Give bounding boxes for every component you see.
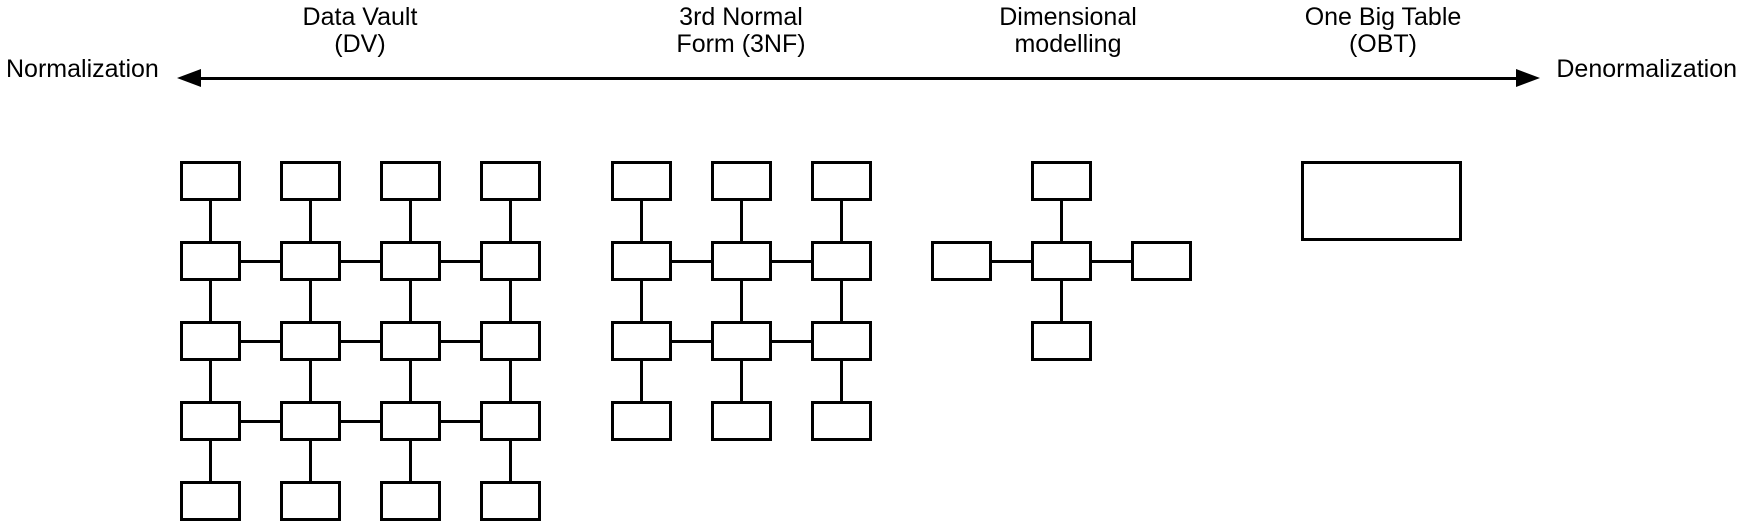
- dv-table-box: [180, 321, 241, 361]
- method-label-obt-line2: (OBT): [1348, 30, 1418, 58]
- dv-table-box: [180, 401, 241, 441]
- tnf-connector-line: [740, 201, 743, 241]
- obt-table-box: [1301, 161, 1462, 241]
- tnf-table-box: [811, 401, 872, 441]
- dv-connector-line: [341, 420, 380, 423]
- dim-dimension-table-box: [931, 241, 992, 281]
- dv-connector-line: [509, 361, 512, 401]
- dv-connector-line: [509, 201, 512, 241]
- method-label-dv: Data Vault(DV): [303, 4, 418, 58]
- dv-table-box: [480, 161, 541, 201]
- dim-dimension-table-box: [1031, 321, 1092, 361]
- dim-connector-line: [1060, 201, 1063, 241]
- tnf-table-box: [711, 401, 772, 441]
- dv-table-box: [280, 401, 341, 441]
- dv-table-box: [280, 321, 341, 361]
- method-label-dv-line1: Data Vault: [302, 3, 418, 31]
- method-label-obt-line1: One Big Table: [1304, 3, 1462, 31]
- arrow-left-head-icon: [177, 69, 201, 87]
- dv-connector-line: [309, 361, 312, 401]
- dv-connector-line: [509, 441, 512, 481]
- dim-fact-table-box: [1031, 241, 1092, 281]
- dv-table-box: [180, 241, 241, 281]
- denormalization-label: Denormalization: [1556, 55, 1737, 83]
- dv-connector-line: [341, 340, 380, 343]
- tnf-table-box: [711, 321, 772, 361]
- tnf-table-box: [811, 241, 872, 281]
- dv-table-box: [280, 481, 341, 521]
- dv-connector-line: [441, 420, 480, 423]
- tnf-table-box: [611, 321, 672, 361]
- dv-table-box: [180, 481, 241, 521]
- tnf-connector-line: [740, 281, 743, 321]
- dim-dimension-table-box: [1131, 241, 1192, 281]
- tnf-connector-line: [640, 281, 643, 321]
- dv-connector-line: [209, 441, 212, 481]
- dv-connector-line: [241, 420, 280, 423]
- method-label-obt: One Big Table(OBT): [1305, 4, 1462, 58]
- dv-connector-line: [409, 281, 412, 321]
- method-label-dv-line2: (DV): [334, 30, 386, 58]
- method-label-tnf-line2: Form (3NF): [676, 30, 806, 58]
- dv-connector-line: [341, 260, 380, 263]
- method-label-dim-line2: modelling: [1014, 30, 1122, 58]
- tnf-table-box: [611, 401, 672, 441]
- tnf-table-box: [811, 161, 872, 201]
- tnf-connector-line: [640, 361, 643, 401]
- dv-table-box: [280, 241, 341, 281]
- tnf-connector-line: [672, 340, 711, 343]
- normalization-label: Normalization: [6, 55, 159, 83]
- arrow-right-head-icon: [1516, 69, 1540, 87]
- dv-connector-line: [309, 441, 312, 481]
- dv-connector-line: [241, 340, 280, 343]
- dim-dimension-table-box: [1031, 161, 1092, 201]
- dv-table-box: [380, 481, 441, 521]
- tnf-table-box: [611, 241, 672, 281]
- dv-table-box: [180, 161, 241, 201]
- tnf-connector-line: [772, 260, 811, 263]
- dv-connector-line: [209, 361, 212, 401]
- tnf-table-box: [711, 241, 772, 281]
- tnf-connector-line: [740, 361, 743, 401]
- dv-connector-line: [409, 361, 412, 401]
- dv-table-box: [380, 321, 441, 361]
- tnf-connector-line: [672, 260, 711, 263]
- dv-table-box: [480, 241, 541, 281]
- method-label-tnf-line1: 3rd Normal: [679, 3, 803, 31]
- tnf-connector-line: [772, 340, 811, 343]
- dv-connector-line: [441, 340, 480, 343]
- dv-connector-line: [209, 201, 212, 241]
- method-label-dim-line1: Dimensional: [999, 3, 1137, 31]
- tnf-table-box: [811, 321, 872, 361]
- dv-table-box: [480, 481, 541, 521]
- dv-connector-line: [441, 260, 480, 263]
- dv-table-box: [280, 161, 341, 201]
- dv-table-box: [380, 161, 441, 201]
- dv-table-box: [480, 321, 541, 361]
- tnf-connector-line: [840, 281, 843, 321]
- dim-connector-line: [1060, 281, 1063, 321]
- dv-connector-line: [309, 201, 312, 241]
- dv-connector-line: [509, 281, 512, 321]
- dim-connector-line: [992, 260, 1031, 263]
- dv-connector-line: [409, 441, 412, 481]
- dv-connector-line: [409, 201, 412, 241]
- tnf-table-box: [711, 161, 772, 201]
- dv-table-box: [380, 241, 441, 281]
- dim-connector-line: [1092, 260, 1131, 263]
- dv-table-box: [480, 401, 541, 441]
- dv-table-box: [380, 401, 441, 441]
- spectrum-arrow-line: [195, 77, 1522, 80]
- tnf-connector-line: [840, 201, 843, 241]
- dv-connector-line: [209, 281, 212, 321]
- dv-connector-line: [309, 281, 312, 321]
- tnf-table-box: [611, 161, 672, 201]
- dv-connector-line: [241, 260, 280, 263]
- tnf-connector-line: [840, 361, 843, 401]
- tnf-connector-line: [640, 201, 643, 241]
